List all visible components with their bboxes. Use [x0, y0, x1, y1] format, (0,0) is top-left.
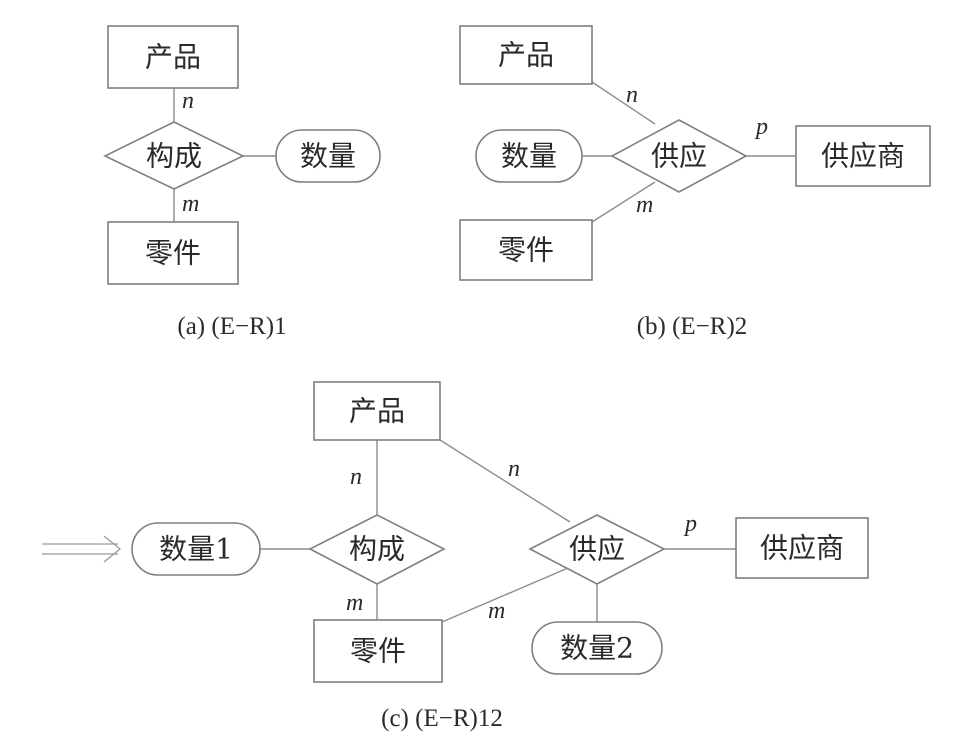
cardinality-b-n: n — [626, 82, 638, 108]
entity-b-product-label: 产品 — [498, 39, 554, 72]
cardinality-c-compose-m: m — [346, 590, 363, 616]
cardinality-c-supply-m: m — [488, 598, 505, 624]
entity-b-supplier — [795, 125, 931, 187]
attribute-c-quantity2-label: 数量2 — [560, 632, 634, 665]
edge-b-part-supply — [591, 181, 656, 223]
relation-c-supply-label: 供应 — [569, 533, 625, 566]
relation-b-supply-label: 供应 — [651, 140, 707, 173]
attribute-b-quantity-label: 数量 — [501, 140, 557, 173]
entity-b-part — [459, 219, 593, 281]
double-arrow-icon — [42, 535, 122, 563]
cardinality-c-supply-n: n — [508, 456, 520, 482]
cardinality-c-compose-n: n — [350, 464, 362, 490]
entity-a-product — [107, 25, 239, 89]
attribute-c-quantity1 — [131, 522, 261, 576]
edge-c-product-supply — [439, 439, 571, 523]
cardinality-a-m: m — [182, 191, 199, 217]
caption-a: (a) (E−R)1 — [177, 313, 286, 340]
entity-a-part-label: 零件 — [145, 237, 201, 270]
relation-a-compose-label: 构成 — [146, 140, 202, 173]
entity-b-product — [459, 25, 593, 85]
relation-c-compose — [308, 514, 446, 585]
caption-c: (c) (E−R)12 — [381, 705, 503, 732]
entity-c-product — [313, 381, 441, 441]
cardinality-c-p: p — [683, 511, 697, 537]
entity-c-product-label: 产品 — [349, 395, 405, 428]
attribute-a-quantity — [275, 129, 381, 183]
attribute-b-quantity — [475, 129, 583, 183]
attribute-c-quantity1-label: 数量1 — [159, 533, 233, 566]
relation-a-compose — [103, 121, 245, 190]
cardinality-b-m: m — [636, 192, 653, 218]
entity-a-product-label: 产品 — [145, 41, 201, 74]
relation-b-supply — [610, 119, 748, 193]
diagram-a: 产品 构成 数量 零件 n m (a) (E−R)1 — [103, 25, 381, 340]
caption-b: (b) (E−R)2 — [637, 313, 748, 340]
entity-b-supplier-label: 供应商 — [821, 140, 905, 173]
diagram-b: 产品 数量 供应 供应商 零件 n m p (b) (E−R)2 — [459, 25, 931, 340]
relation-c-compose-label: 构成 — [349, 533, 405, 566]
edge-b-product-supply — [591, 81, 656, 125]
diagram-c: 产品 数量1 构成 供应 供应商 零件 数量2 n n m m p (c) (E… — [42, 381, 869, 732]
entity-b-part-label: 零件 — [498, 234, 554, 267]
entity-c-supplier-label: 供应商 — [760, 532, 844, 565]
edge-c-part-supply — [441, 564, 576, 623]
relation-c-supply — [528, 514, 666, 585]
entity-c-part-label: 零件 — [350, 635, 406, 668]
cardinality-b-p: p — [754, 114, 768, 140]
entity-c-supplier — [735, 517, 869, 579]
attribute-a-quantity-label: 数量 — [300, 140, 356, 173]
cardinality-a-n: n — [182, 88, 194, 114]
entity-c-part — [313, 619, 443, 683]
attribute-c-quantity2 — [531, 621, 663, 675]
entity-a-part — [107, 221, 239, 285]
